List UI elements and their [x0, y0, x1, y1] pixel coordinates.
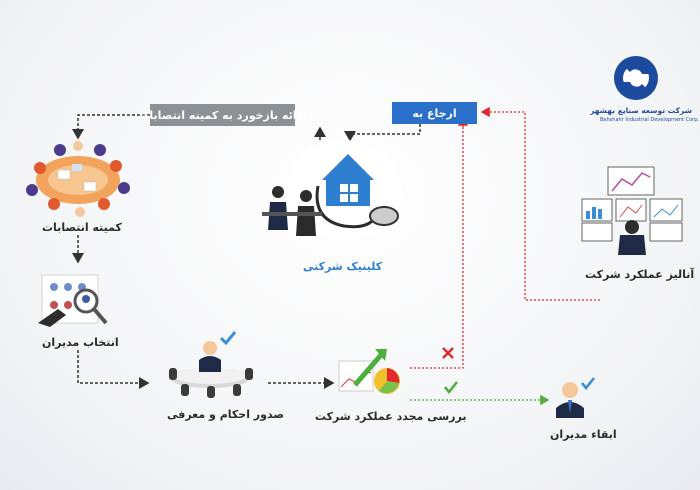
house-stethoscope-icon [262, 140, 402, 240]
feedback-banner-label: ارائه بازخورد به کمیته انتصابات [138, 108, 307, 122]
referral-banner-label: ارجاع به [412, 106, 457, 120]
analysis-illustration [580, 165, 685, 255]
company-name-en: Behshahr Industrial Development Corp. [600, 117, 699, 123]
select-managers-illustration [36, 265, 116, 327]
clinic-illustration [252, 140, 412, 255]
manager-avatar-icon [556, 382, 584, 418]
clinic-label: کلینیک شرکتی [303, 260, 383, 273]
feedback-banner: ارائه بازخورد به کمیته انتصابات [138, 104, 307, 126]
referral-banner: ارجاع به [392, 102, 477, 124]
retain-managers-label: ابقاء مدیران [550, 428, 617, 441]
review-to-referral-red-line [410, 111, 470, 369]
review-illustration [335, 345, 410, 397]
magnifier-people-icon [38, 274, 108, 327]
analysis-to-referral-red-line [480, 106, 600, 301]
issue-decree-label: صدور احکام و معرفی [167, 408, 284, 421]
company-name-fa: شرکت توسعه صنایع بهشهر [590, 106, 692, 115]
company-logo: شرکت توسعه صنایع بهشهر Behshahr Industri… [590, 52, 699, 132]
referral-to-clinic-line [344, 124, 421, 142]
monitoring-screens-icon [581, 166, 683, 255]
boardroom-icon [169, 341, 253, 398]
growth-chart-icon [338, 349, 400, 394]
meeting-table-icon [26, 141, 130, 217]
feedback-to-committee-line [72, 114, 150, 140]
committee-illustration [20, 138, 140, 218]
logo-mark-icon [614, 56, 658, 100]
select-to-decree-line [77, 350, 150, 389]
analysis-label: آنالیز عملکرد شرکت [585, 268, 695, 281]
retain-managers-illustration [552, 380, 592, 420]
review-label: بررسی مجدد عملکرد شرکت [315, 410, 467, 423]
committee-label: کمیته انتصابات [42, 221, 122, 234]
issue-decree-illustration [155, 338, 265, 398]
select-managers-label: انتخاب مدیران [42, 336, 119, 349]
